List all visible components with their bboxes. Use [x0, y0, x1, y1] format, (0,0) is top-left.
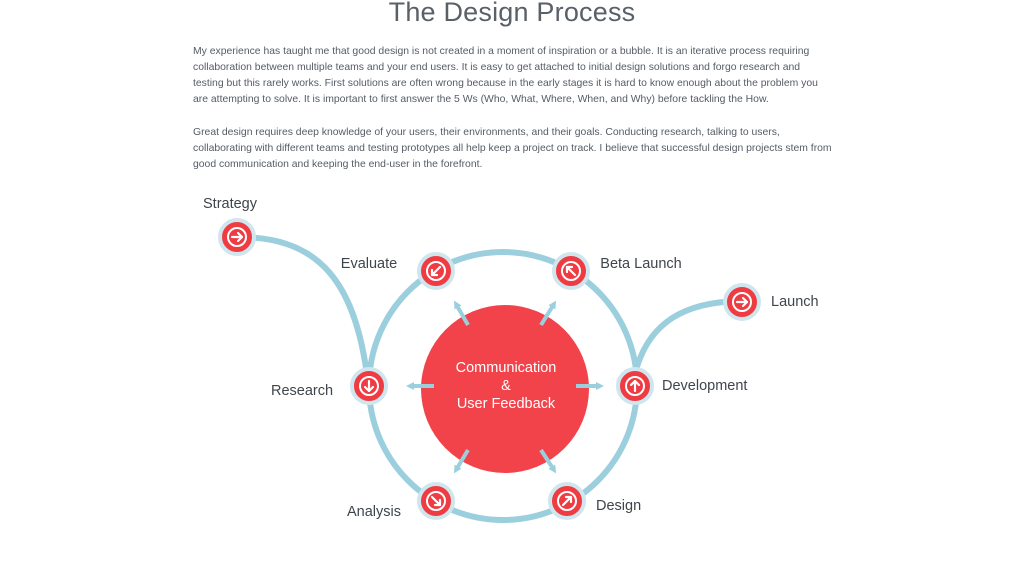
strategy-label: Strategy — [203, 196, 258, 212]
evaluate-node[interactable] — [417, 252, 455, 290]
arrow-up-icon — [629, 379, 641, 393]
design-label: Design — [596, 498, 641, 514]
arrow-to-beta-launch — [539, 300, 557, 327]
intro-paragraph-1: My experience has taught me that good de… — [193, 46, 818, 105]
strategy-connector — [236, 234, 371, 384]
arrow-right-icon — [735, 296, 749, 308]
arrow-right-icon — [230, 231, 244, 243]
center-label-line-2: & — [501, 378, 511, 394]
research-node[interactable] — [350, 367, 388, 405]
arrow-down-right-icon — [430, 495, 442, 507]
strategy-node[interactable] — [218, 218, 256, 256]
development-node[interactable] — [616, 367, 654, 405]
center-circle — [421, 305, 589, 473]
arrow-down-icon — [363, 379, 375, 393]
beta-launch-label: Beta Launch — [600, 256, 681, 272]
intro-paragraph-2: Great design requires deep knowledge of … — [193, 127, 832, 170]
center-label-line-3: User Feedback — [457, 396, 556, 412]
arrow-to-evaluate — [454, 300, 470, 326]
beta-launch-node[interactable] — [552, 252, 590, 290]
arrow-up-left-icon — [565, 265, 577, 277]
analysis-node[interactable] — [417, 482, 455, 520]
analysis-label: Analysis — [347, 504, 401, 520]
arrow-to-design — [539, 448, 557, 474]
launch-node[interactable] — [723, 283, 761, 321]
launch-connector — [630, 298, 741, 384]
launch-label: Launch — [771, 294, 819, 310]
design-node[interactable] — [548, 482, 586, 520]
page-title: The Design Process — [388, 0, 636, 27]
research-label: Research — [271, 383, 333, 399]
arrow-to-analysis — [453, 448, 470, 474]
evaluate-label: Evaluate — [341, 256, 397, 272]
arrow-up-right-icon — [561, 495, 573, 507]
development-label: Development — [662, 378, 747, 394]
center-label-line-1: Communication — [456, 360, 557, 376]
arrow-down-left-icon — [430, 265, 442, 277]
